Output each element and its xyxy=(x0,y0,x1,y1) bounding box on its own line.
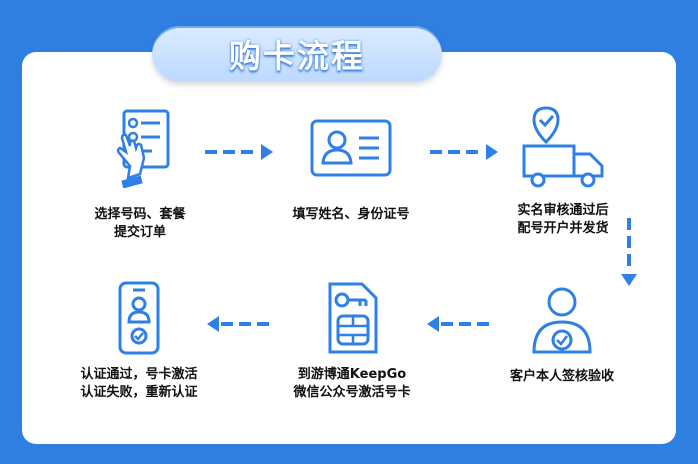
arrow-left-icon xyxy=(207,316,275,332)
step-label-line: 微信公众号激活号卡 xyxy=(293,385,411,400)
step-verify-ship: 实名审核通过后 配号开户并发货 xyxy=(493,106,633,238)
flow-card xyxy=(22,52,676,444)
step-label-line: 实名审核通过后 xyxy=(517,203,609,218)
sim-card-key-icon xyxy=(328,282,378,354)
step-label-line: 客户本人签核验收 xyxy=(509,369,614,384)
id-card-icon xyxy=(310,119,392,177)
step-label-line: 到游博通KeepGo xyxy=(297,367,407,382)
step-fill-id: 填写姓名、身份证号 xyxy=(271,118,431,224)
delivery-truck-icon xyxy=(522,106,604,188)
step-label-line: 认证通过，号卡激活 xyxy=(80,367,198,382)
checklist-tap-icon xyxy=(116,109,170,188)
arrow-right-icon xyxy=(430,144,498,160)
step-customer-accept: 客户本人签核验收 xyxy=(487,284,637,386)
title-banner: 购卡流程 xyxy=(152,26,442,82)
step-select-number: 选择号码、套餐 提交订单 xyxy=(75,108,205,242)
step-authentication: 认证通过，号卡激活 认证失败，重新认证 xyxy=(64,280,214,402)
step-label-line: 选择号码、套餐 xyxy=(94,207,186,222)
step-activate-wechat: 到游博通KeepGo 微信公众号激活号卡 xyxy=(272,280,432,402)
phone-verified-icon xyxy=(118,281,160,355)
step-label-line: 认证失败，重新认证 xyxy=(80,385,198,400)
user-verified-icon xyxy=(532,287,592,354)
arrow-right-icon xyxy=(205,144,273,160)
page-title: 购卡流程 xyxy=(228,37,365,75)
arrow-left-icon xyxy=(427,316,495,332)
step-label-line: 配号开户并发货 xyxy=(517,221,609,236)
step-label-line: 提交订单 xyxy=(113,225,166,240)
arrow-down-icon xyxy=(621,218,637,286)
step-label-line: 填写姓名、身份证号 xyxy=(292,207,410,222)
